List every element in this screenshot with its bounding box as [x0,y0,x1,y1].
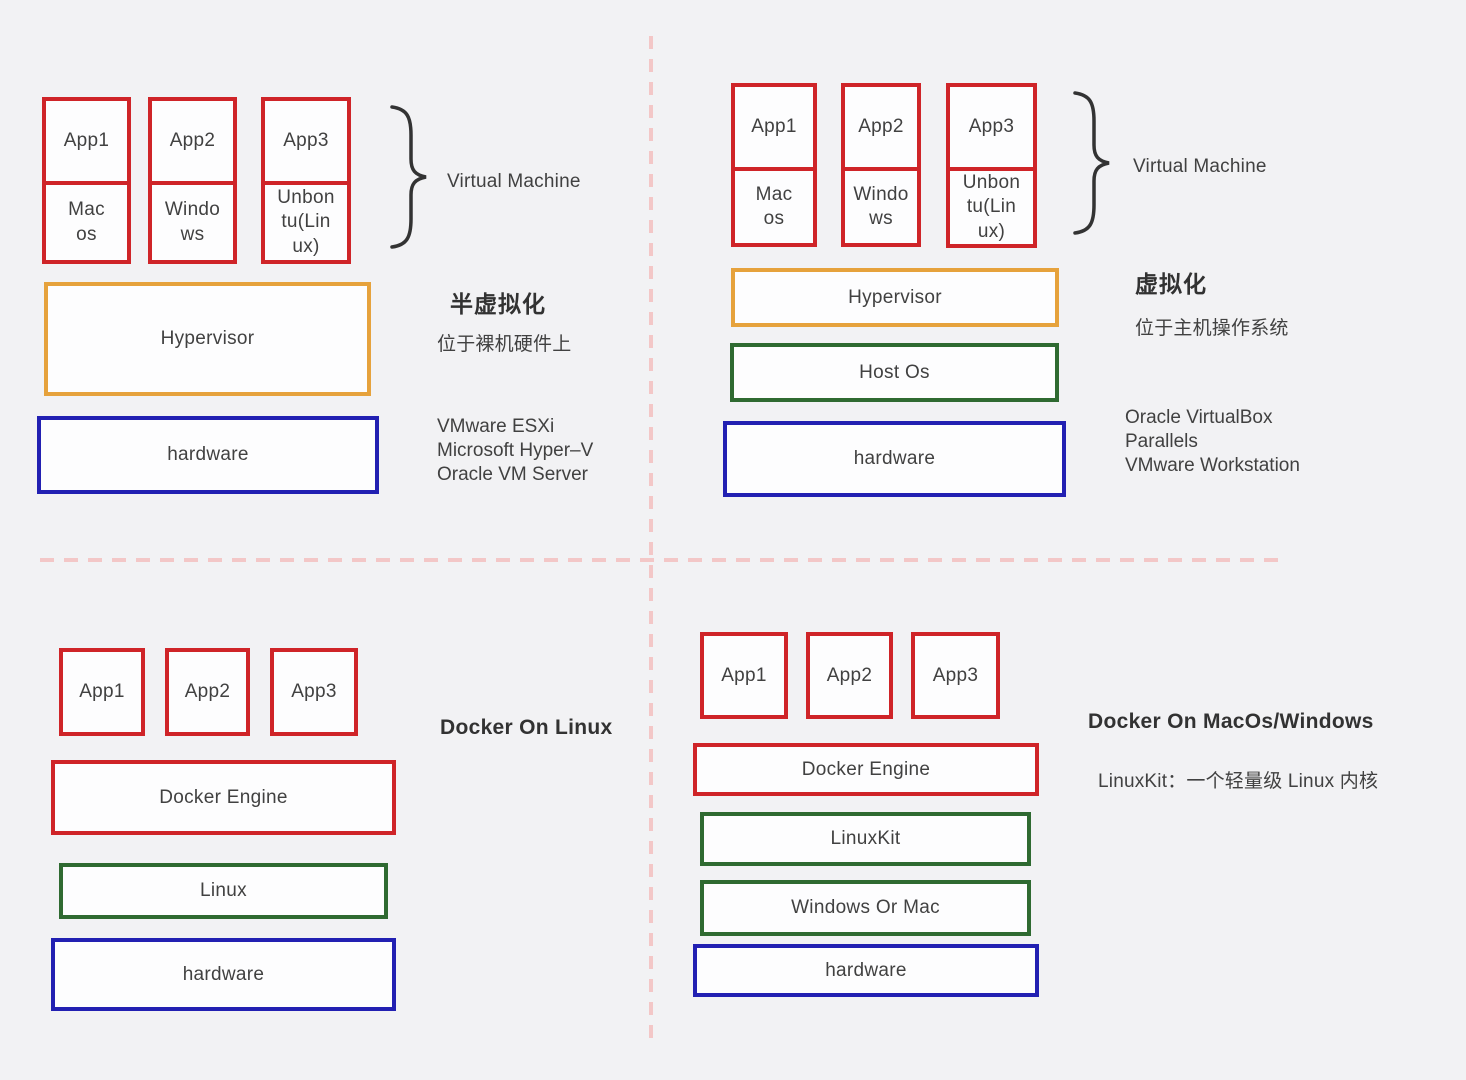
app-box: App3 [261,97,351,185]
product-examples: VMware ESXi Microsoft Hyper–V Oracle VM … [437,416,594,485]
tl-vm-stack-1: App1 Mac os [42,97,131,264]
host-os-box: Host Os [730,343,1059,402]
vertical-divider [649,36,653,1044]
docker-engine-box: Docker Engine [693,743,1039,796]
section-title: Docker On Linux [440,716,613,739]
app-box: App3 [946,83,1037,171]
app-box: App3 [911,632,1000,719]
os-box: Mac os [731,167,817,247]
section-subtitle: 位于主机操作系统 [1135,318,1289,339]
curly-brace-icon [1071,89,1113,237]
virtual-machine-label: Virtual Machine [447,171,581,192]
hardware-box: hardware [723,421,1066,497]
virtual-machine-label: Virtual Machine [1133,156,1267,177]
os-box: Unbon tu(Lin ux) [261,181,351,264]
section-title: Docker On MacOs/Windows [1088,710,1374,733]
app-box: App1 [700,632,788,719]
app-box: App2 [148,97,237,185]
linux-box: Linux [59,863,388,919]
section-title: 虚拟化 [1135,271,1207,297]
os-box: Windo ws [841,167,921,247]
docker-engine-box: Docker Engine [51,760,396,835]
tl-vm-stack-2: App2 Windo ws [148,97,237,264]
tl-vm-stack-3: App3 Unbon tu(Lin ux) [261,97,351,264]
hardware-box: hardware [37,416,379,494]
hypervisor-box: Hypervisor [731,268,1059,327]
app-box: App2 [165,648,250,736]
app-box: App1 [42,97,131,185]
app-box: App1 [59,648,145,736]
tr-vm-stack-3: App3 Unbon tu(Lin ux) [946,83,1037,248]
linuxkit-box: LinuxKit [700,812,1031,866]
product-examples: Oracle VirtualBox Parallels VMware Works… [1125,407,1300,476]
app-box: App3 [270,648,358,736]
tr-vm-stack-2: App2 Windo ws [841,83,921,247]
hardware-box: hardware [51,938,396,1011]
hypervisor-box: Hypervisor [44,282,371,396]
section-subtitle: 位于裸机硬件上 [437,334,572,355]
app-box: App1 [731,83,817,171]
windows-or-mac-box: Windows Or Mac [700,880,1031,936]
app-box: App2 [806,632,893,719]
horizontal-divider [40,558,1278,562]
os-box: Unbon tu(Lin ux) [946,167,1037,248]
hardware-box: hardware [693,944,1039,997]
app-box: App2 [841,83,921,171]
section-title: 半虚拟化 [450,291,546,317]
curly-brace-icon [388,103,430,251]
section-subtitle: LinuxKit：一个轻量级 Linux 内核 [1098,771,1379,792]
os-box: Mac os [42,181,131,264]
tr-vm-stack-1: App1 Mac os [731,83,817,247]
os-box: Windo ws [148,181,237,264]
